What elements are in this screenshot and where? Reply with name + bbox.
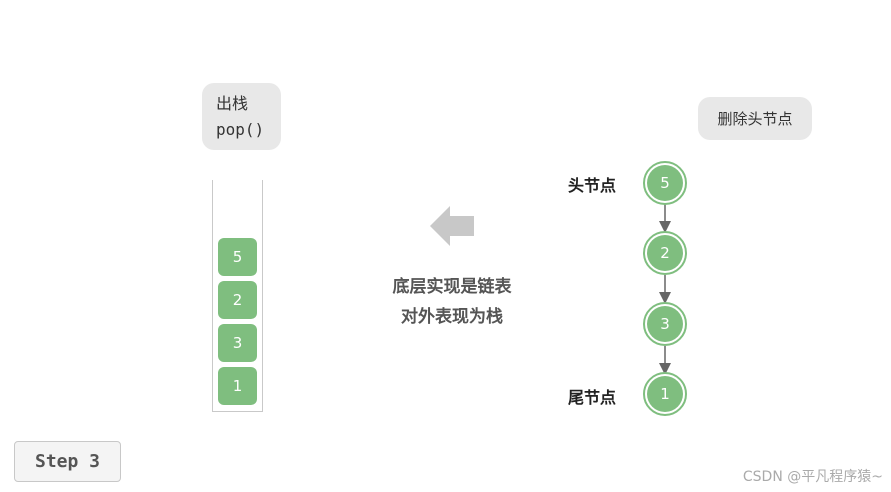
stack-cell: 1 [218, 367, 257, 405]
caption-line: 对外表现为栈 [401, 307, 503, 327]
stack-left-wall [212, 180, 213, 412]
stack-right-wall [262, 180, 263, 412]
stack-bottom-wall [212, 411, 263, 412]
center-caption: 底层实现是链表 对外表现为栈 [372, 272, 532, 332]
head-node-label: 头节点 [568, 176, 617, 195]
stack-cell: 2 [218, 281, 257, 319]
list-node: 1 [643, 372, 687, 416]
watermark: CSDN @平凡程序猿~ [742, 469, 883, 485]
step-badge: Step 3 [14, 441, 121, 482]
list-node: 3 [643, 302, 687, 346]
operation-code: pop() [216, 120, 265, 139]
list-node-value: 3 [660, 315, 670, 333]
tail-node-label: 尾节点 [568, 388, 617, 407]
operation-title: 出栈 [216, 94, 249, 113]
caption-line: 底层实现是链表 [392, 277, 512, 297]
list-node: 2 [643, 231, 687, 275]
action-label: 删除头节点 [698, 97, 812, 140]
arrow-left-icon [430, 206, 474, 246]
stack-cell: 3 [218, 324, 257, 362]
list-node: 5 [643, 161, 687, 205]
list-node-value: 1 [660, 385, 670, 403]
operation-label: 出栈 pop() [202, 83, 281, 150]
stack-cell: 5 [218, 238, 257, 276]
list-node-value: 2 [660, 244, 670, 262]
list-node-value: 5 [660, 174, 670, 192]
